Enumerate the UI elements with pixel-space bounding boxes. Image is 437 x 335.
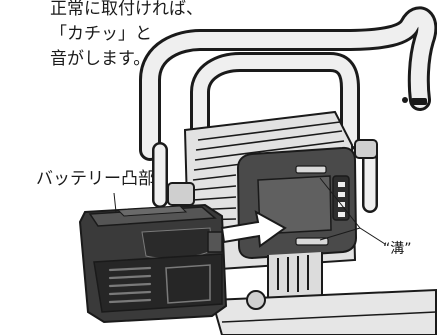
base-bolt [246, 290, 266, 310]
groove-rail-top [295, 165, 327, 174]
handle-pin [402, 97, 408, 103]
note-line-2: 「カチッ」と [50, 24, 152, 44]
stand-base [210, 252, 437, 335]
battery-protrusion-label: バッテリー凸部 [36, 169, 155, 189]
click-sound-note: 正常に取付ければ、 「カチッ」と 音がします。 [50, 0, 203, 72]
battery-pack [78, 203, 228, 324]
note-line-1: 正常に取付ければ、 [50, 0, 203, 19]
handle-cap [411, 98, 427, 105]
callout-lines [113, 177, 386, 245]
battery-mount-plate [236, 146, 358, 260]
groove-label: “溝” [383, 241, 412, 257]
note-line-3: 音がします。 [50, 49, 151, 69]
insert-direction-arrow [220, 210, 287, 248]
handle-frame [139, 6, 437, 213]
